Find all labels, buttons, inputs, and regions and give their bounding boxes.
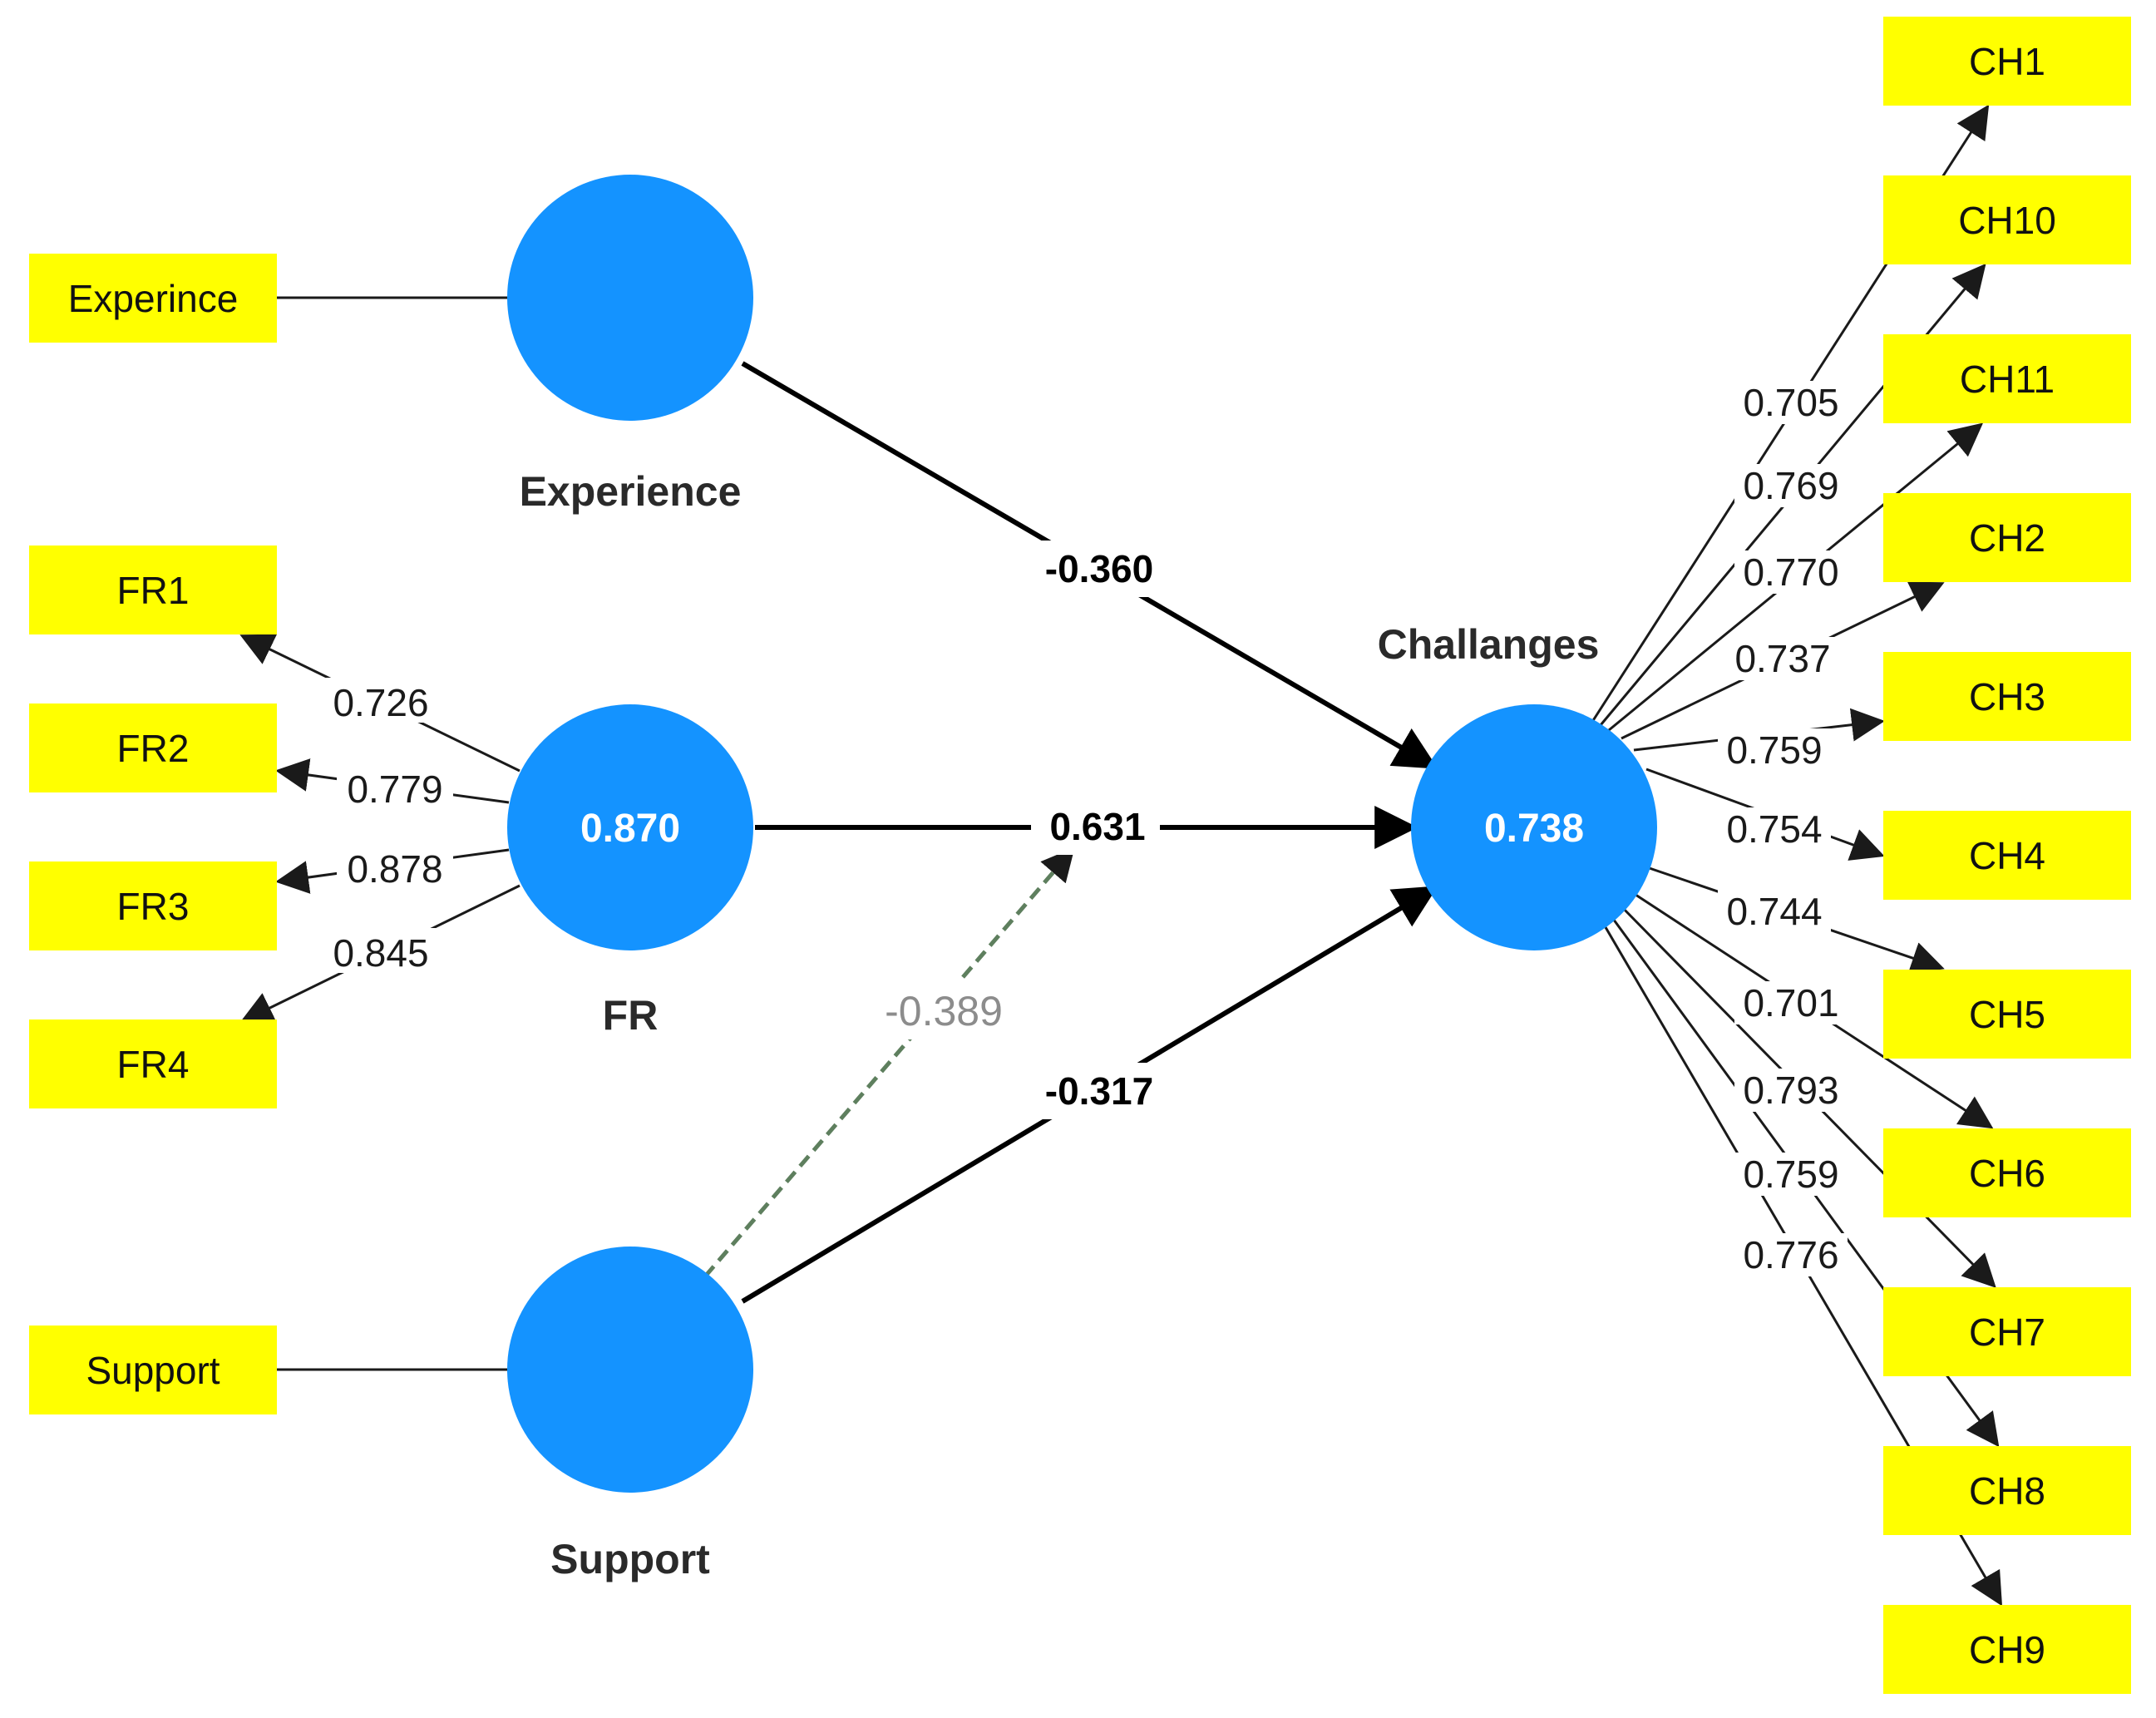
latent-fr <box>507 704 753 950</box>
indicator-ch-7 <box>1883 970 2131 1059</box>
ch-loading-5: 0.759 <box>1726 728 1822 772</box>
ch-loading-4: 0.737 <box>1734 637 1830 680</box>
indicator-fr2 <box>29 703 277 792</box>
moderation-coef: -0.389 <box>885 988 1003 1034</box>
latent-support-name: Support <box>550 1536 710 1582</box>
ch-loading-2: 0.769 <box>1743 464 1838 507</box>
ch-loading-bg-6 <box>1718 807 1831 851</box>
ch-loading-bg-9 <box>1734 1069 1848 1112</box>
indicator-ch-8 <box>1883 1128 2131 1217</box>
indicator-ch-label-11: CH9 <box>1969 1628 2045 1671</box>
ch-loading-9: 0.793 <box>1743 1069 1838 1112</box>
fr-indicators: FR1 FR2 FR3 FR4 0.726 0.779 0.878 0.845 <box>29 546 520 1108</box>
ch-loading-bg-4 <box>1726 637 1839 680</box>
indicator-ch-label-2: CH10 <box>1958 199 2056 242</box>
indicator-ch-10 <box>1883 1446 2131 1535</box>
indicator-experince <box>29 254 277 343</box>
indicator-fr4 <box>29 1019 277 1108</box>
indicator-fr1-label: FR1 <box>117 569 190 612</box>
fr2-loading: 0.779 <box>347 768 442 811</box>
indicator-ch-label-5: CH3 <box>1969 675 2045 718</box>
indicator-fr2-label: FR2 <box>117 727 190 770</box>
indicator-ch-2 <box>1883 175 2131 264</box>
indicator-ch-label-6: CH4 <box>1969 834 2045 877</box>
ch-loading-1: 0.705 <box>1743 381 1838 424</box>
ch-loading-7: 0.744 <box>1726 890 1822 933</box>
ch-loading-bg-1 <box>1734 381 1848 424</box>
ch-loading-10: 0.759 <box>1743 1153 1838 1196</box>
fr3-loading: 0.878 <box>347 847 442 891</box>
path-coef-support: -0.317 <box>1045 1069 1153 1113</box>
latent-challanges <box>1411 704 1657 950</box>
ch-loading-bg-10 <box>1734 1153 1848 1196</box>
indicator-ch-6 <box>1883 811 2131 900</box>
indicator-support-label: Support <box>86 1349 220 1392</box>
path-coef-experience: -0.360 <box>1045 547 1153 590</box>
latent-fr-value: 0.870 <box>580 807 680 851</box>
indicator-ch-label-8: CH6 <box>1969 1152 2045 1195</box>
ch-loading-bg-8 <box>1734 981 1848 1024</box>
ch-loading-bg-7 <box>1718 890 1831 933</box>
indicator-ch-label-4: CH2 <box>1969 516 2045 560</box>
indicator-fr1 <box>29 546 277 634</box>
indicator-ch-label-9: CH7 <box>1969 1311 2045 1354</box>
ch-loading-8: 0.701 <box>1743 981 1838 1024</box>
fr1-loading: 0.726 <box>333 681 428 724</box>
ch-loading-bg-11 <box>1734 1233 1848 1276</box>
indicator-ch-label-3: CH11 <box>1960 358 2055 401</box>
indicator-support <box>29 1326 277 1414</box>
path-coef-fr: 0.631 <box>1049 805 1145 848</box>
ch-loading-11: 0.776 <box>1743 1233 1838 1276</box>
ch-loading-6: 0.754 <box>1726 807 1822 851</box>
latent-challanges-name: Challanges <box>1378 621 1600 668</box>
ch-loading-bg-2 <box>1734 464 1848 507</box>
moderation-path <box>703 847 1075 1278</box>
indicator-ch-label-10: CH8 <box>1969 1469 2045 1513</box>
indicator-fr3-label: FR3 <box>117 885 190 928</box>
indicator-ch-11 <box>1883 1605 2131 1694</box>
latent-fr-name: FR <box>603 992 659 1039</box>
ch-loading-3: 0.770 <box>1743 550 1838 594</box>
latent-support <box>507 1247 753 1493</box>
indicator-ch-label-7: CH5 <box>1969 993 2045 1036</box>
indicator-ch-5 <box>1883 652 2131 741</box>
latent-challanges-value: 0.738 <box>1484 807 1584 851</box>
fr4-loading: 0.845 <box>333 931 428 975</box>
ch-loading-bg-3 <box>1734 550 1848 594</box>
indicator-ch-4 <box>1883 493 2131 582</box>
ch-loading-bg-5 <box>1718 728 1831 772</box>
indicator-fr4-label: FR4 <box>117 1043 190 1086</box>
indicator-ch-3 <box>1883 334 2131 423</box>
indicator-experince-label: Experince <box>68 277 239 320</box>
indicator-ch-9 <box>1883 1287 2131 1376</box>
indicator-ch-label-1: CH1 <box>1969 40 2045 83</box>
latent-experience <box>507 175 753 421</box>
indicator-fr3 <box>29 861 277 950</box>
indicator-ch-1 <box>1883 17 2131 106</box>
latent-experience-name: Experience <box>520 468 742 515</box>
